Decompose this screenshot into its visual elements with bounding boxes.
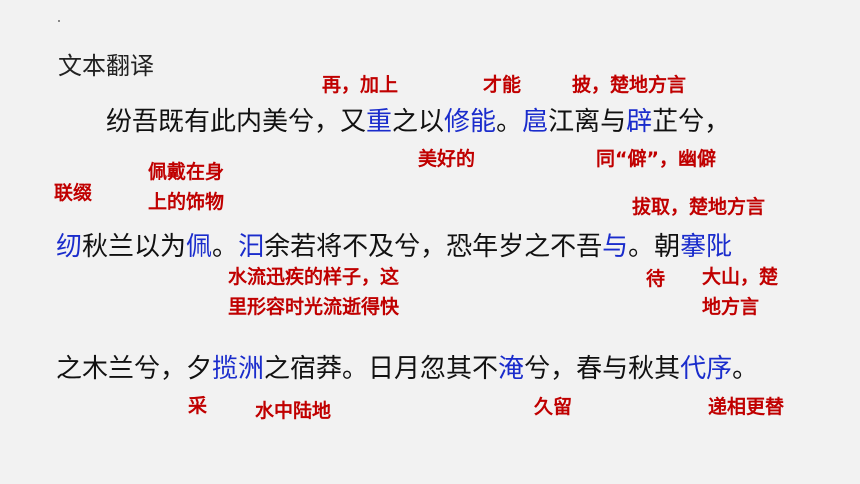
text-segment: 秋兰以为: [82, 232, 187, 262]
note-pi-mountain: 大山，楚 地方言: [702, 262, 778, 322]
text-line-2: 纫秋兰以为佩。汩余若将不及兮，恐年岁之不吾与。朝搴阰: [56, 226, 732, 263]
note-ren: 联缀: [54, 182, 93, 204]
note-neimei: 美好的: [418, 148, 476, 170]
highlighted-word: 代序: [680, 354, 733, 384]
note-you: 再，加上: [322, 74, 399, 96]
note-pi-mountain-line-2: 地方言: [702, 296, 760, 318]
text-segment: 之以: [392, 107, 445, 137]
text-line-1: 纷吾既有此内美兮，又重之以修能。扈江离与辟芷兮，: [106, 101, 730, 138]
note-zhou: 水中陆地: [255, 400, 332, 422]
note-qian: 拔取，楚地方言: [632, 196, 766, 218]
note-pei-line-2: 上的饰物: [148, 191, 225, 213]
note-yu-line-1: 水流迅疾的样子，这: [228, 266, 400, 288]
highlighted-word: 修能: [444, 107, 497, 137]
text-segment: 芷兮，: [652, 107, 731, 137]
text-segment: 。: [212, 232, 239, 262]
text-segment: 江离与: [548, 107, 627, 137]
note-pi-mountain-line-1: 大山，楚: [702, 266, 779, 288]
text-segment: 纷吾既有此内美兮，又: [106, 107, 367, 137]
text-segment: 余若将不及兮，恐年岁之不吾: [264, 232, 603, 262]
note-xiuneng: 才能: [483, 74, 522, 96]
text-line-3: 之木兰兮，夕揽洲之宿莽。日月忽其不淹兮，春与秋其代序。: [56, 348, 758, 385]
highlighted-word: 纫: [56, 232, 83, 262]
page-title: 文本翻译: [58, 52, 154, 80]
highlighted-word: 淹: [498, 354, 525, 384]
highlighted-word: 搴阰: [680, 232, 733, 262]
highlighted-word: 与: [602, 232, 629, 262]
note-pei-line-1: 佩戴在身: [148, 161, 225, 183]
note-yu: 水流迅疾的样子，这 里形容时光流逝得快: [228, 262, 399, 322]
note-hu: 披，楚地方言: [572, 74, 687, 96]
note-yu-line-2: 里形容时光流逝得快: [228, 296, 400, 318]
note-yan: 久留: [534, 396, 573, 418]
text-segment: 。: [496, 107, 523, 137]
note-lan: 采: [188, 395, 208, 417]
text-segment: 兮，春与秋其: [524, 354, 681, 384]
highlighted-word: 揽洲: [212, 354, 265, 384]
highlighted-word: 佩: [186, 232, 213, 262]
highlighted-word: 重: [366, 107, 393, 137]
text-segment: 之宿莽。日月忽其不: [264, 354, 499, 384]
note-pi: 同“僻”，幽僻: [596, 148, 716, 170]
note-dai: 待: [646, 268, 666, 290]
decorative-dot: [58, 20, 60, 22]
highlighted-word: 扈: [522, 107, 549, 137]
text-segment: 。: [732, 354, 759, 384]
highlighted-word: 辟: [626, 107, 653, 137]
text-segment: 之木兰兮，夕: [56, 354, 213, 384]
text-segment: 。朝: [628, 232, 681, 262]
note-daixu: 递相更替: [708, 396, 785, 418]
note-pei: 佩戴在身 上的饰物: [148, 157, 224, 217]
highlighted-word: 汩: [238, 232, 265, 262]
